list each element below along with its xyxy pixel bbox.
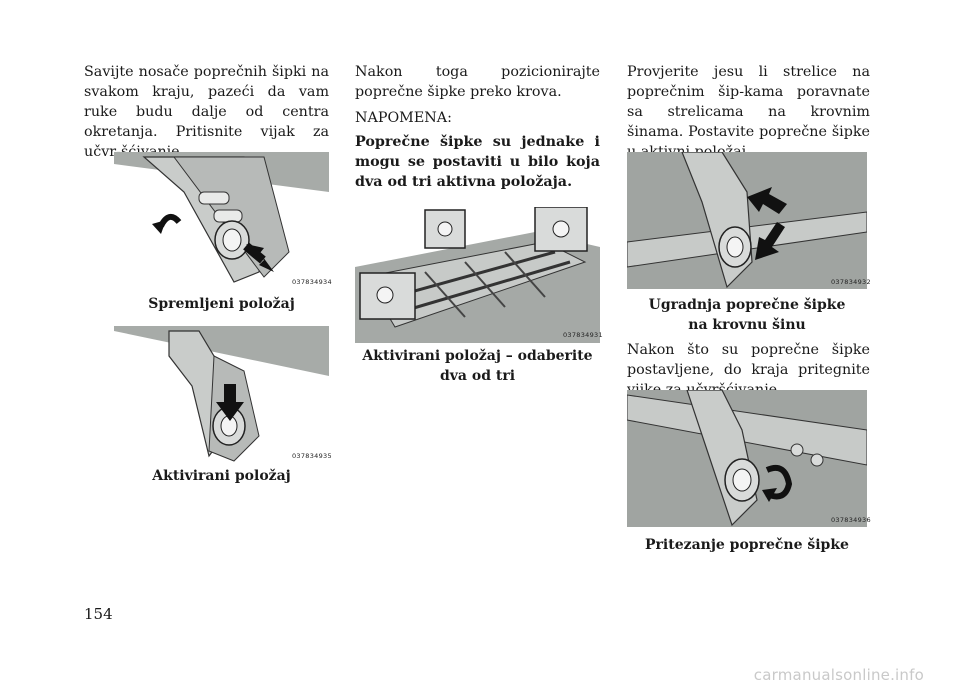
- roof-rack-overview-illustration: [355, 207, 600, 343]
- figure-activated-position: [114, 326, 329, 463]
- figure-stowed-position: [114, 152, 329, 289]
- crossbar-activated-illustration: [114, 326, 329, 463]
- figure-roof-positions: [355, 207, 600, 343]
- paragraph-position-crossbars: Nakon toga pozicionirajte poprečne šipke…: [355, 64, 600, 100]
- column-2: Nakon toga pozicionirajte poprečne šipke…: [355, 62, 600, 192]
- page-number: 154: [84, 605, 113, 623]
- note-heading: NAPOMENA:: [355, 110, 452, 126]
- figure-code: 037834934: [292, 278, 332, 286]
- note-text: Poprečne šipke su jednake i mogu se post…: [355, 134, 600, 190]
- crossbar-tighten-illustration: [627, 390, 867, 527]
- figure-code: 037834936: [831, 516, 871, 524]
- caption-install-crossbar: Ugradnja poprečne šipke na krovnu šinu: [627, 295, 867, 335]
- figure-tighten-crossbar: [627, 390, 867, 527]
- crossbar-install-illustration: [627, 152, 867, 289]
- paragraph-fold-supports: Savijte nosače poprečnih šipki na svakom…: [84, 64, 329, 160]
- figure-code: 037834931: [563, 331, 603, 339]
- figure-code: 037834932: [831, 278, 871, 286]
- caption-activated-choose: Aktivirani položaj – odaberite dva od tr…: [355, 346, 600, 386]
- caption-line-2: na krovnu šinu: [688, 317, 806, 333]
- caption-tighten-crossbar: Pritezanje poprečne šipke: [645, 537, 849, 553]
- caption-line-1: Ugradnja poprečne šipke: [648, 297, 846, 313]
- figure-install-crossbar: [627, 152, 867, 289]
- caption-activated-position: Aktivirani položaj: [152, 468, 291, 484]
- watermark: carmanualsonline.info: [753, 666, 924, 684]
- figure-code: 037834935: [292, 452, 332, 460]
- caption-line-1: Aktivirani položaj – odaberite: [362, 348, 593, 364]
- caption-line-2: dva od tri: [439, 368, 516, 384]
- column-1: Savijte nosače poprečnih šipki na svakom…: [84, 62, 329, 168]
- caption-stowed-position: Spremljeni položaj: [148, 296, 295, 312]
- crossbar-stowed-illustration: [114, 152, 329, 289]
- paragraph-check-arrows: Provjerite jesu li strelice na poprečnim…: [627, 64, 870, 160]
